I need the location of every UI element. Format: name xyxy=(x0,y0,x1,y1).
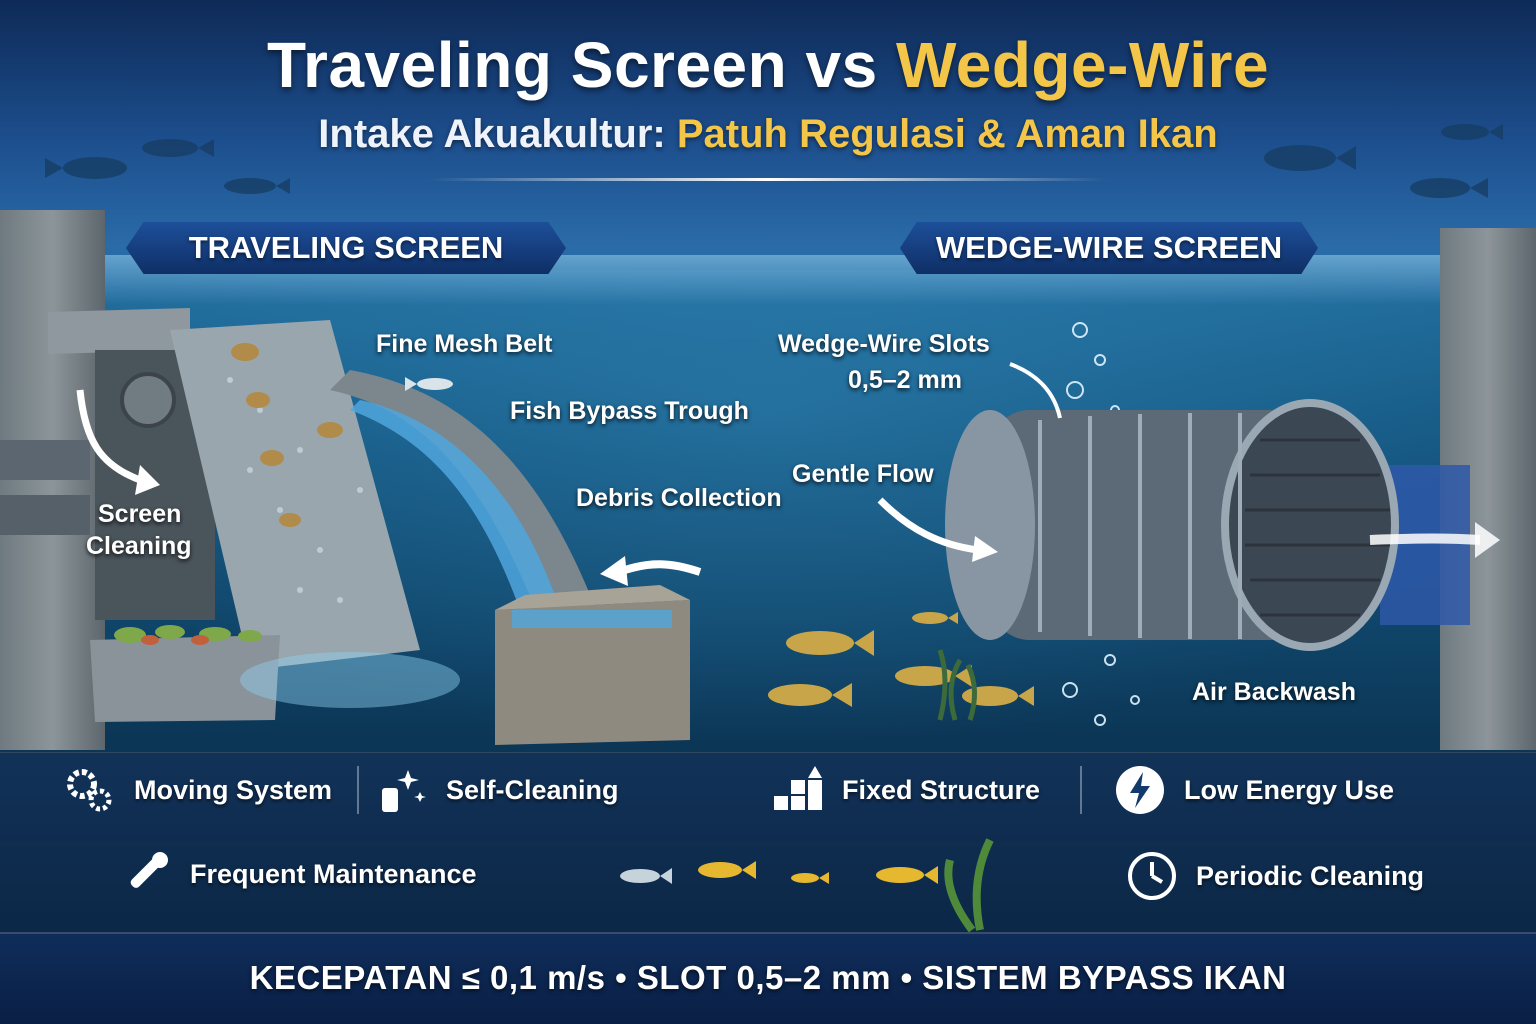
title-part-2: Wedge-Wire xyxy=(895,29,1270,101)
wrench-icon xyxy=(118,846,174,902)
sparkle-spray-icon xyxy=(374,762,430,818)
feature-divider xyxy=(357,766,359,814)
feature-self-cleaning-label: Self-Cleaning xyxy=(446,774,619,805)
title-divider xyxy=(430,178,1106,181)
title-part-1: Traveling Screen vs xyxy=(266,29,896,101)
feature-self-cleaning: Self-Cleaning xyxy=(374,762,619,818)
feature-bar-fish-illustration xyxy=(620,838,994,933)
label-wedge-wire-slots: Wedge-Wire Slots xyxy=(778,330,990,358)
feature-low-energy-use: Low Energy Use xyxy=(1112,762,1394,818)
clock-icon xyxy=(1124,848,1180,904)
feature-divider xyxy=(1080,766,1082,814)
feature-moving-system-label: Moving System xyxy=(134,774,333,805)
feature-fixed-structure-label: Fixed Structure xyxy=(842,774,1041,805)
feature-frequent-maintenance: Frequent Maintenance xyxy=(118,846,477,902)
feature-comparison-bar xyxy=(0,752,1536,932)
background-fish-illustration xyxy=(45,124,1503,198)
lightning-bolt-icon xyxy=(1112,762,1168,818)
feature-frequent-maintenance-label: Frequent Maintenance xyxy=(190,858,477,889)
label-slot-size: 0,5–2 mm xyxy=(848,366,962,394)
traveling-screen-ribbon: TRAVELING SCREEN xyxy=(126,222,566,274)
feature-low-energy-use-label: Low Energy Use xyxy=(1184,774,1395,805)
subtitle-part-1: Intake Akuakultur: xyxy=(318,112,677,156)
feature-fixed-structure: Fixed Structure xyxy=(770,762,1040,818)
feature-periodic-cleaning: Periodic Cleaning xyxy=(1124,848,1424,904)
label-debris-collection: Debris Collection xyxy=(576,484,782,512)
label-fish-bypass-trough: Fish Bypass Trough xyxy=(510,397,749,425)
wedge-wire-screen-ribbon: WEDGE-WIRE SCREEN xyxy=(900,222,1318,274)
page-subtitle: Intake Akuakultur: Patuh Regulasi & Aman… xyxy=(0,112,1536,157)
feature-periodic-cleaning-label: Periodic Cleaning xyxy=(1196,860,1425,891)
blocks-icon xyxy=(770,762,826,818)
subtitle-part-2: Patuh Regulasi & Aman Ikan xyxy=(676,112,1218,156)
feature-moving-system: Moving System xyxy=(62,762,332,818)
label-gentle-flow: Gentle Flow xyxy=(792,460,934,488)
label-screen-cleaning-line2: Cleaning xyxy=(86,532,192,560)
traveling-screen-illustration xyxy=(0,308,702,745)
footer-summary: KECEPATAN ≤ 0,1 m/s • SLOT 0,5–2 mm • SI… xyxy=(0,932,1536,1024)
label-screen-cleaning-line1: Screen xyxy=(98,500,182,528)
label-fine-mesh-belt: Fine Mesh Belt xyxy=(376,330,553,358)
label-air-backwash: Air Backwash xyxy=(1192,678,1356,706)
page-title: Traveling Screen vs Wedge-Wire xyxy=(0,28,1536,102)
gears-icon xyxy=(62,762,118,818)
wedge-wire-screen-illustration xyxy=(768,322,1500,726)
